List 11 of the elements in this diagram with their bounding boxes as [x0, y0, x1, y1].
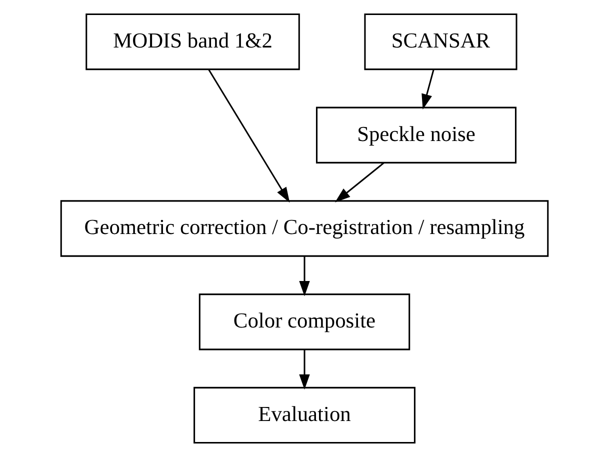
- arrow: [298, 256, 310, 296]
- node-box: Geometric correction / Co-registration / resampling: [60, 200, 548, 257]
- node-box: MODIS band 1&2: [85, 13, 300, 70]
- arrow: [208, 69, 290, 203]
- node-box: SCANSAR: [364, 13, 517, 70]
- node-box: Evaluation: [193, 386, 415, 444]
- node-box: Speckle noise: [315, 106, 516, 164]
- arrow: [421, 69, 434, 110]
- arrow: [334, 162, 384, 202]
- node-box: Color composite: [198, 294, 410, 350]
- arrow: [298, 350, 310, 390]
